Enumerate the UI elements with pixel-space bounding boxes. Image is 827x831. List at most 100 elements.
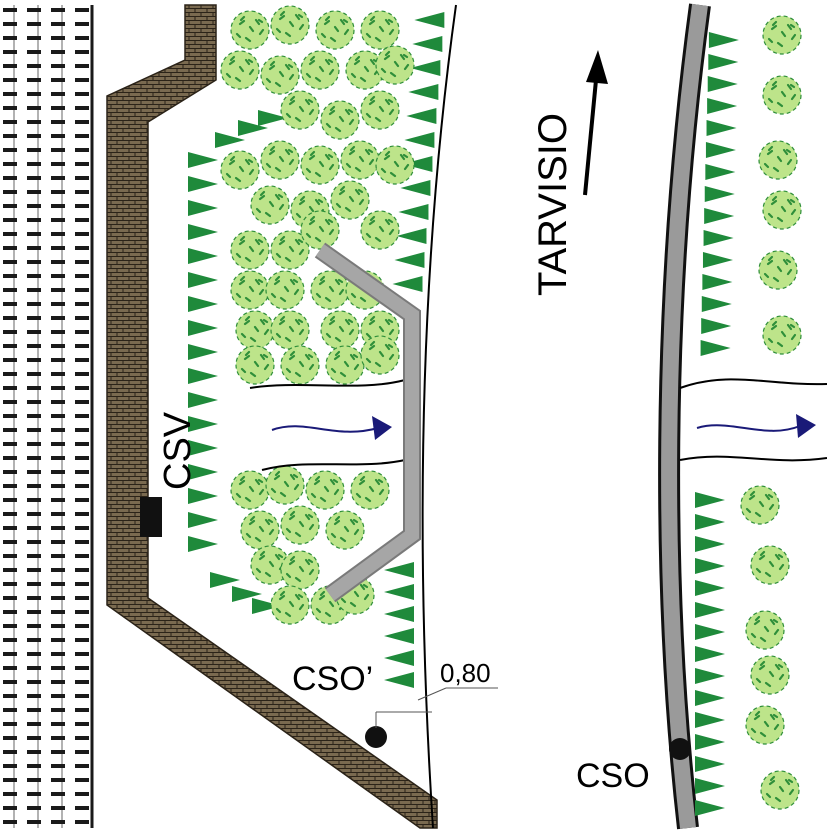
rail-sleeper <box>3 358 17 362</box>
grass-tuft <box>406 108 437 124</box>
grass-tuft <box>384 606 414 622</box>
grass-tuft <box>188 344 218 360</box>
rail-sleeper <box>3 8 17 12</box>
rail-sleeper <box>27 596 41 600</box>
tree-icon <box>761 314 803 356</box>
grass-tuft <box>708 54 739 70</box>
grass-tuft <box>695 646 725 662</box>
grass-tuft <box>188 368 218 384</box>
rail-sleeper <box>27 428 41 432</box>
rail-sleeper <box>51 806 65 810</box>
grass-tuft <box>414 12 445 28</box>
rail-sleeper <box>27 666 41 670</box>
grass-tuft <box>384 562 414 578</box>
rail-sleeper <box>51 316 65 320</box>
grass-tuft <box>188 200 218 216</box>
rail-sleeper <box>75 764 89 768</box>
tree-icon <box>239 509 281 551</box>
rail-sleeper <box>3 316 17 320</box>
rail-sleeper <box>3 204 17 208</box>
rail-sleeper <box>75 470 89 474</box>
tree-icon <box>304 469 346 511</box>
rail-sleeper <box>3 498 17 502</box>
rail-sleeper <box>3 288 17 292</box>
grass-tuft <box>704 186 735 202</box>
tree-icon <box>359 9 401 51</box>
tree-icon <box>269 309 311 351</box>
rail-sleeper <box>27 722 41 726</box>
tree-icon <box>279 504 321 546</box>
measure-point-icon <box>365 726 387 748</box>
rail-sleeper <box>3 764 17 768</box>
grass-tuft <box>695 712 725 728</box>
rail-sleeper <box>27 260 41 264</box>
rail-sleeper <box>51 708 65 712</box>
rail-sleeper <box>75 554 89 558</box>
grass-tuft <box>703 230 734 246</box>
grass-tuft <box>384 584 414 600</box>
rail-sleeper <box>27 610 41 614</box>
tree-icon <box>279 344 321 386</box>
rail-sleeper <box>3 274 17 278</box>
rail-sleeper <box>75 330 89 334</box>
rail-sleeper <box>3 218 17 222</box>
rail-sleeper <box>75 162 89 166</box>
grass-tuft <box>188 152 218 168</box>
grass-tuft <box>695 602 725 618</box>
rail-sleeper <box>27 78 41 82</box>
stream-bank-upper-right <box>679 378 827 389</box>
rail-sleeper <box>51 50 65 54</box>
rail-sleeper <box>51 652 65 656</box>
rail-sleeper <box>75 750 89 754</box>
rail-sleeper <box>51 498 65 502</box>
tree-group-right <box>739 14 803 811</box>
rail-sleeper <box>3 148 17 152</box>
rail-sleeper <box>75 92 89 96</box>
retaining-wall <box>106 4 438 829</box>
stream-bank-upper-left <box>249 379 406 389</box>
rail-sleeper <box>51 372 65 376</box>
rail-sleeper <box>75 400 89 404</box>
rail-sleeper <box>3 120 17 124</box>
rail-sleeper <box>51 218 65 222</box>
grass-tuft <box>384 650 414 666</box>
csv-marker <box>140 497 162 537</box>
rail-sleeper <box>27 638 41 642</box>
tree-icon <box>744 609 786 651</box>
rail-sleeper <box>75 666 89 670</box>
rail-sleeper <box>51 736 65 740</box>
rail-sleeper <box>27 50 41 54</box>
rail-sleeper <box>3 652 17 656</box>
rail-sleeper <box>3 596 17 600</box>
tree-icon <box>229 469 271 511</box>
tree-icon <box>229 269 271 311</box>
rail-sleeper <box>27 764 41 768</box>
rail-sleeper <box>75 344 89 348</box>
rail-sleeper <box>51 204 65 208</box>
tree-icon <box>319 309 361 351</box>
rail-sleeper <box>27 526 41 530</box>
rail-sleeper <box>27 414 41 418</box>
rail-sleeper <box>51 470 65 474</box>
rail-sleeper <box>27 344 41 348</box>
rail-sleeper <box>51 512 65 516</box>
rail-sleeper <box>51 22 65 26</box>
tree-icon <box>749 654 791 696</box>
rail-sleeper <box>3 302 17 306</box>
rail-sleeper <box>75 610 89 614</box>
csv-label: CSV <box>157 411 199 490</box>
rail-sleeper <box>27 246 41 250</box>
north-arrow-shaft <box>583 79 598 196</box>
rail-sleeper <box>75 148 89 152</box>
rail-sleeper <box>75 428 89 432</box>
north-arrow-icon <box>586 50 608 84</box>
tree-icon <box>299 49 341 91</box>
grass-tuft <box>188 224 218 240</box>
tree-icon <box>761 74 803 116</box>
rail-sleeper <box>51 386 65 390</box>
rail-sleeper <box>3 36 17 40</box>
rail-sleeper <box>27 442 41 446</box>
rail-sleeper <box>3 778 17 782</box>
grass-tuft <box>188 272 218 288</box>
tree-icon <box>279 89 321 131</box>
